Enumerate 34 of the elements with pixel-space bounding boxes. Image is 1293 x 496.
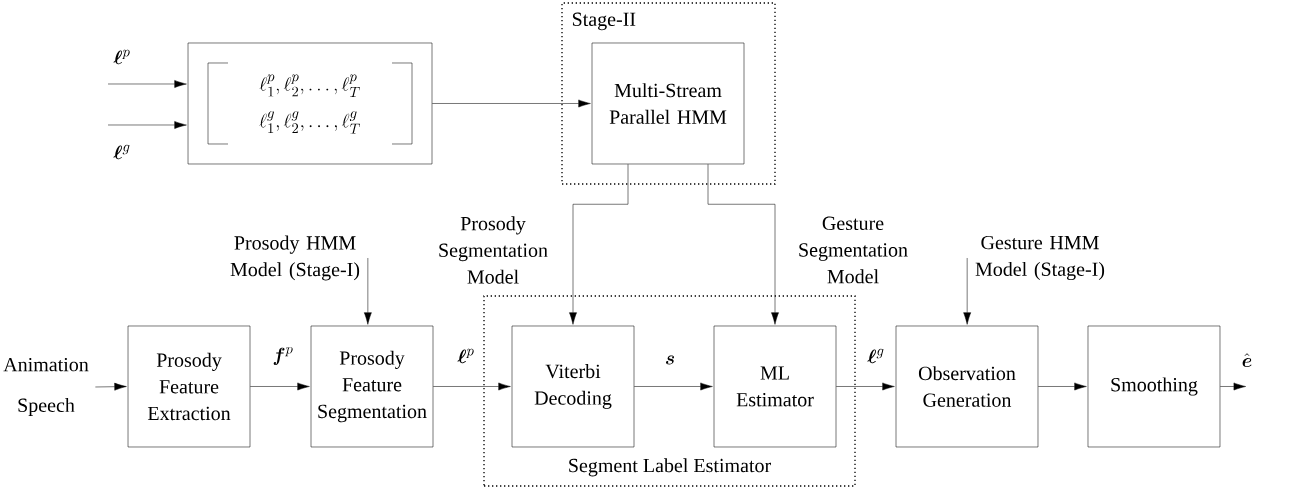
edge-label: Gesture Segmentation Model xyxy=(799,216,908,284)
arrow xyxy=(836,382,895,391)
edge-label: $\boldsymbol{\ell}^p$ xyxy=(457,348,474,364)
arrow xyxy=(1038,382,1087,391)
edge-label: Prosody Segmentation Model xyxy=(439,216,548,284)
arrow xyxy=(107,80,187,88)
arrow xyxy=(250,382,310,391)
edge-label: $\hat{\boldsymbol{e}}$ xyxy=(1242,353,1252,367)
arrow xyxy=(963,257,971,325)
arrow xyxy=(433,382,511,391)
process-box: Viterbi Decoding xyxy=(511,325,635,448)
text-label: Gesture HMM Model (Stage-I) xyxy=(975,235,1105,281)
process-box: Prosody Feature Extraction xyxy=(127,325,251,448)
process-box: Prosody Feature Segmentation xyxy=(310,325,434,448)
arrow xyxy=(432,99,591,108)
text-label: Animation Speech xyxy=(3,357,89,417)
arrow xyxy=(107,121,187,129)
process-box: $\ell^p_1, \ell^p_2, \ldots, \ell^p_T$ $\ell^g_1, \ell^g_2, \ldots, \ell^g_T$ xyxy=(187,42,433,165)
arrow xyxy=(364,257,372,325)
arrow xyxy=(634,382,713,391)
process-box: ML Estimator xyxy=(713,325,837,448)
edge-label: $\boldsymbol{s}$ xyxy=(666,355,675,365)
edge-label: $\boldsymbol{f}^p$ xyxy=(273,346,293,365)
edge-label: $\boldsymbol{\ell}^p$ xyxy=(113,49,130,65)
process-box: Multi-Stream Parallel HMM xyxy=(591,42,745,165)
text-label: Prosody HMM Model (Stage-I) xyxy=(230,235,360,281)
edge-label: $\boldsymbol{\ell}^g$ xyxy=(113,144,130,160)
edge-label: $\boldsymbol{\ell}^g$ xyxy=(867,348,884,364)
arrow xyxy=(707,164,779,325)
process-box: Smoothing xyxy=(1087,325,1221,448)
arrow xyxy=(1220,382,1246,391)
arrow xyxy=(569,164,629,325)
process-box: Observation Generation xyxy=(895,325,1039,448)
arrow xyxy=(95,382,127,391)
